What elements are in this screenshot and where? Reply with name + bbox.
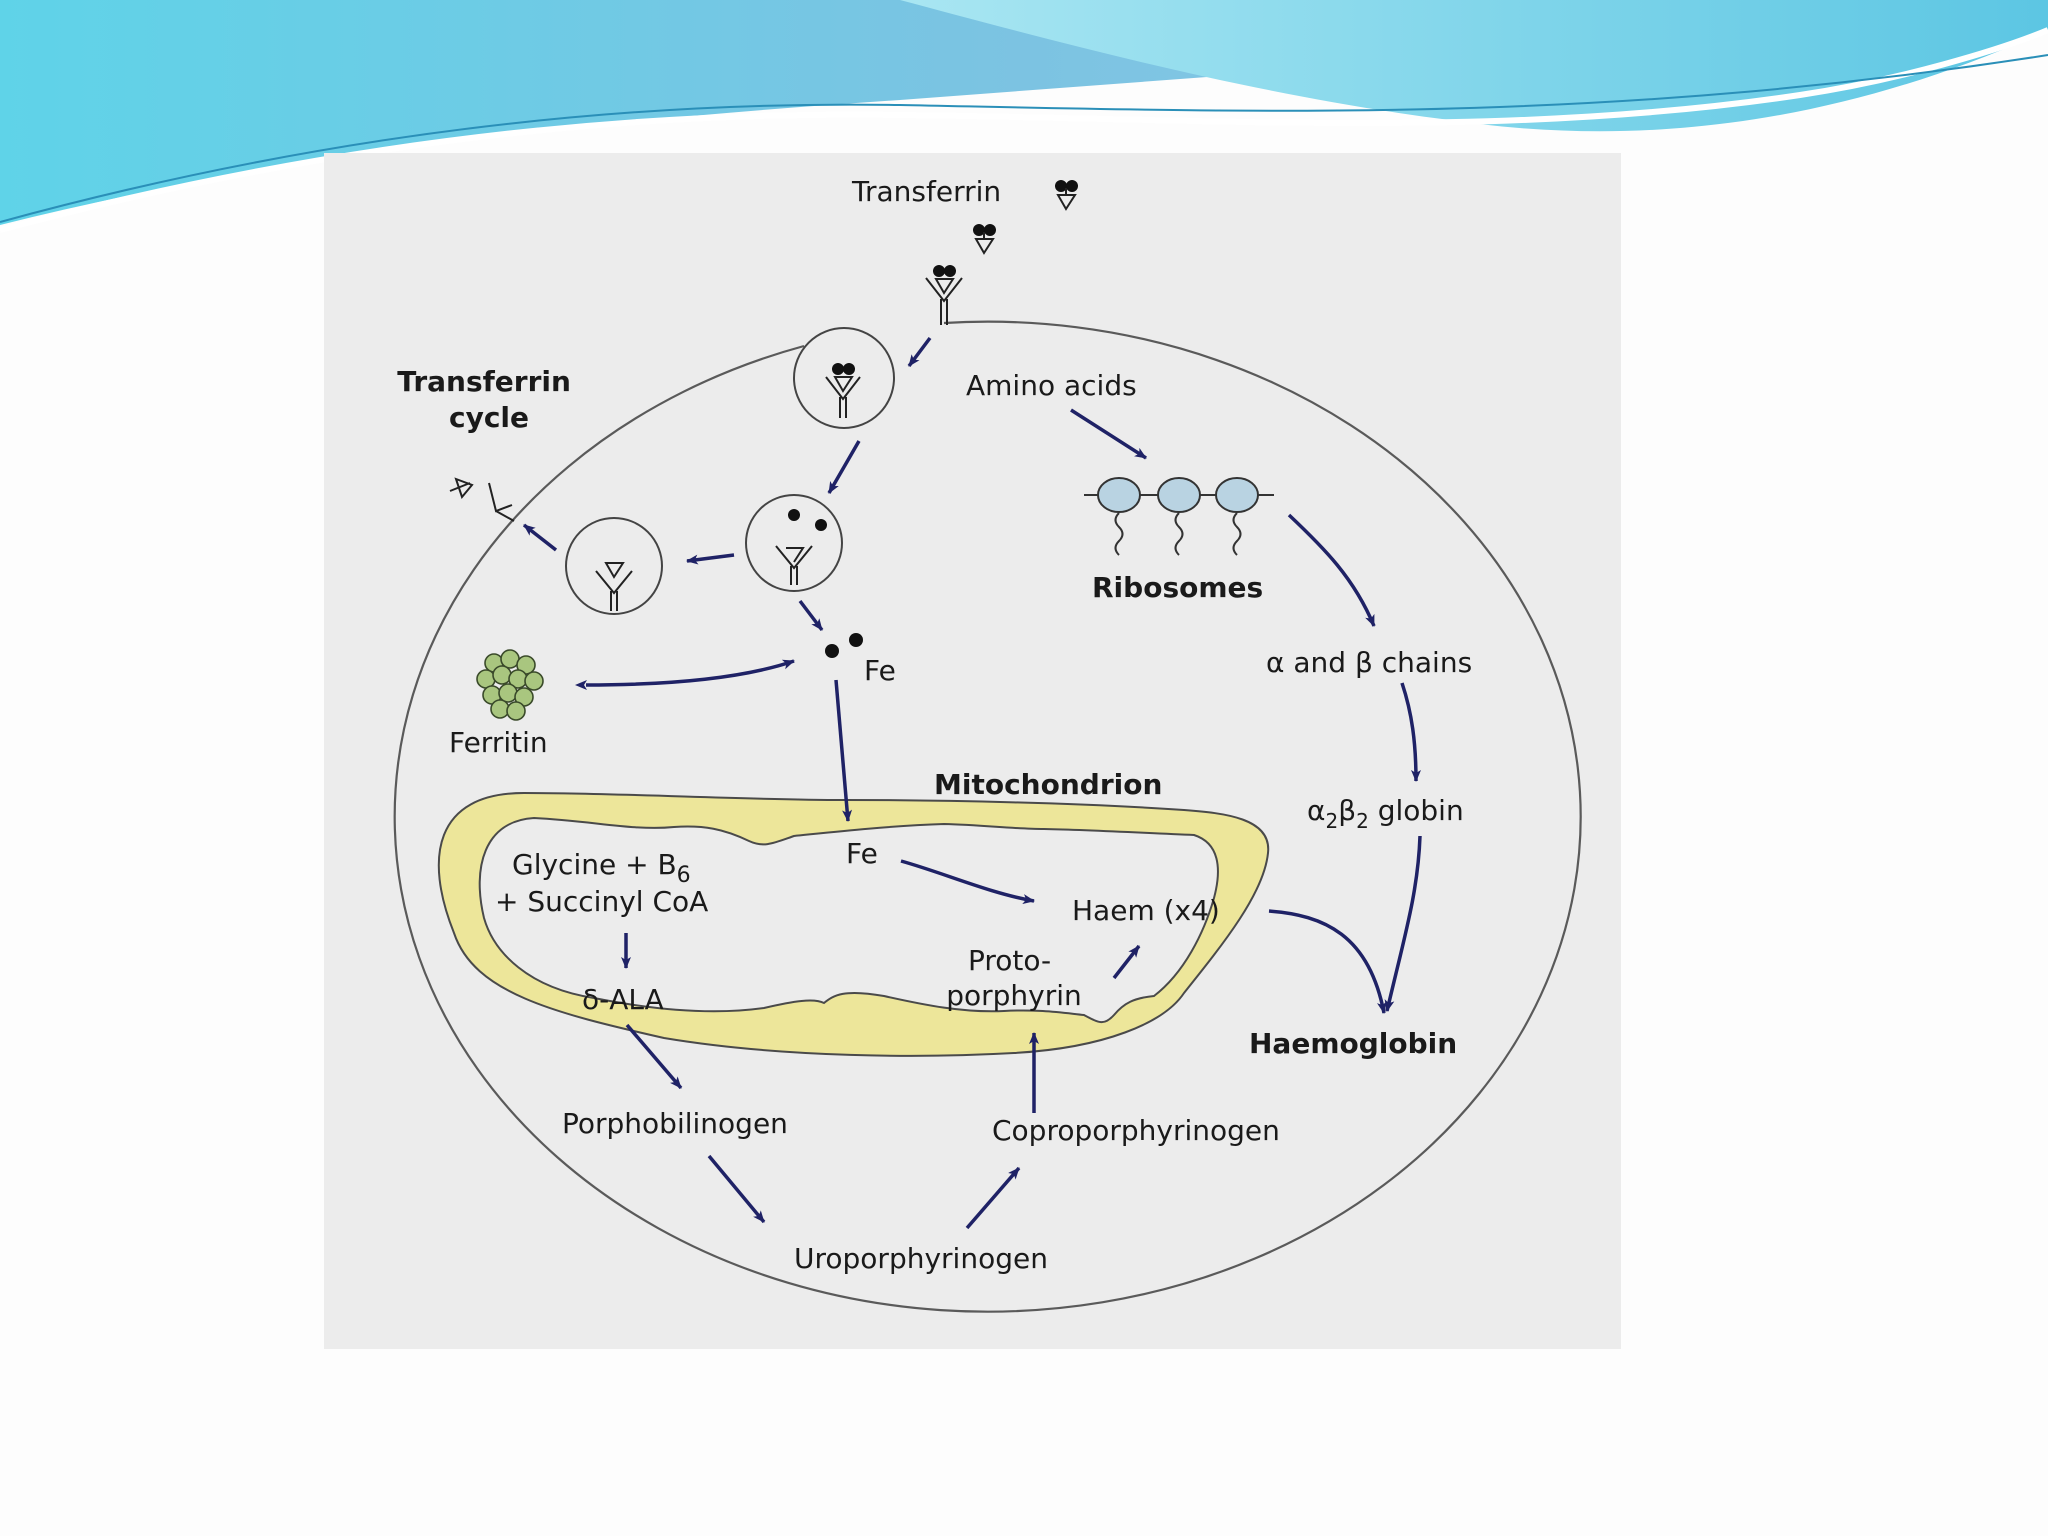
label-fe-mitochondrion: Fe xyxy=(846,837,878,870)
label-uroporphyrinogen: Uroporphyrinogen xyxy=(794,1242,1048,1275)
recycled-receptor-icon xyxy=(449,477,515,522)
label-porphobilinogen: Porphobilinogen xyxy=(562,1107,788,1140)
endosome-iron-release xyxy=(745,494,843,592)
cell-membrane xyxy=(393,320,1582,1313)
transferrin-molecule-icon xyxy=(1055,180,1078,211)
transferrin-molecule-icon xyxy=(973,224,996,255)
label-coproporphyrinogen: Coproporphyrinogen xyxy=(992,1114,1280,1147)
iron-atoms-icon xyxy=(825,633,863,658)
label-fe-cytoplasm: Fe xyxy=(864,654,896,687)
label-ferritin: Ferritin xyxy=(449,726,548,759)
label-haem: Haem (x4) xyxy=(1072,894,1220,927)
pathway-arrows xyxy=(522,336,1422,1230)
slide-header-waves xyxy=(0,0,2048,233)
label-delta-ala: δ-ALA xyxy=(582,983,664,1016)
label-succinyl-coa: + Succinyl CoA xyxy=(495,885,708,918)
label-ribosomes: Ribosomes xyxy=(1092,571,1263,604)
label-amino-acids: Amino acids xyxy=(966,369,1137,402)
erythroblast-diagram: Transferrin Transferrin cycle Amino acid… xyxy=(324,153,1621,1349)
header-wave-white xyxy=(0,27,2048,233)
label-glycine-b6: Glycine + B6 xyxy=(512,848,691,888)
label-transferrin-cycle: Transferrin cycle xyxy=(397,365,580,434)
label-globin: α2β2 globin xyxy=(1307,794,1464,833)
label-protoporphyrin: Proto- porphyrin xyxy=(946,944,1082,1012)
endosome-budding xyxy=(793,327,895,429)
header-wave-main xyxy=(0,0,2048,225)
transferrin-receptor-icon xyxy=(925,265,963,325)
label-haemoglobin: Haemoglobin xyxy=(1249,1027,1457,1060)
header-wave-line xyxy=(0,54,2048,223)
ferritin-icon xyxy=(476,649,544,721)
mitochondrion-inner xyxy=(478,816,1219,1024)
label-transferrin: Transferrin xyxy=(851,175,1001,208)
endosome-apotransferrin xyxy=(565,517,663,615)
label-mitochondrion: Mitochondrion xyxy=(934,768,1162,801)
label-alpha-beta-chains: α and β chains xyxy=(1266,646,1472,679)
ribosomes-icon xyxy=(1084,477,1274,556)
